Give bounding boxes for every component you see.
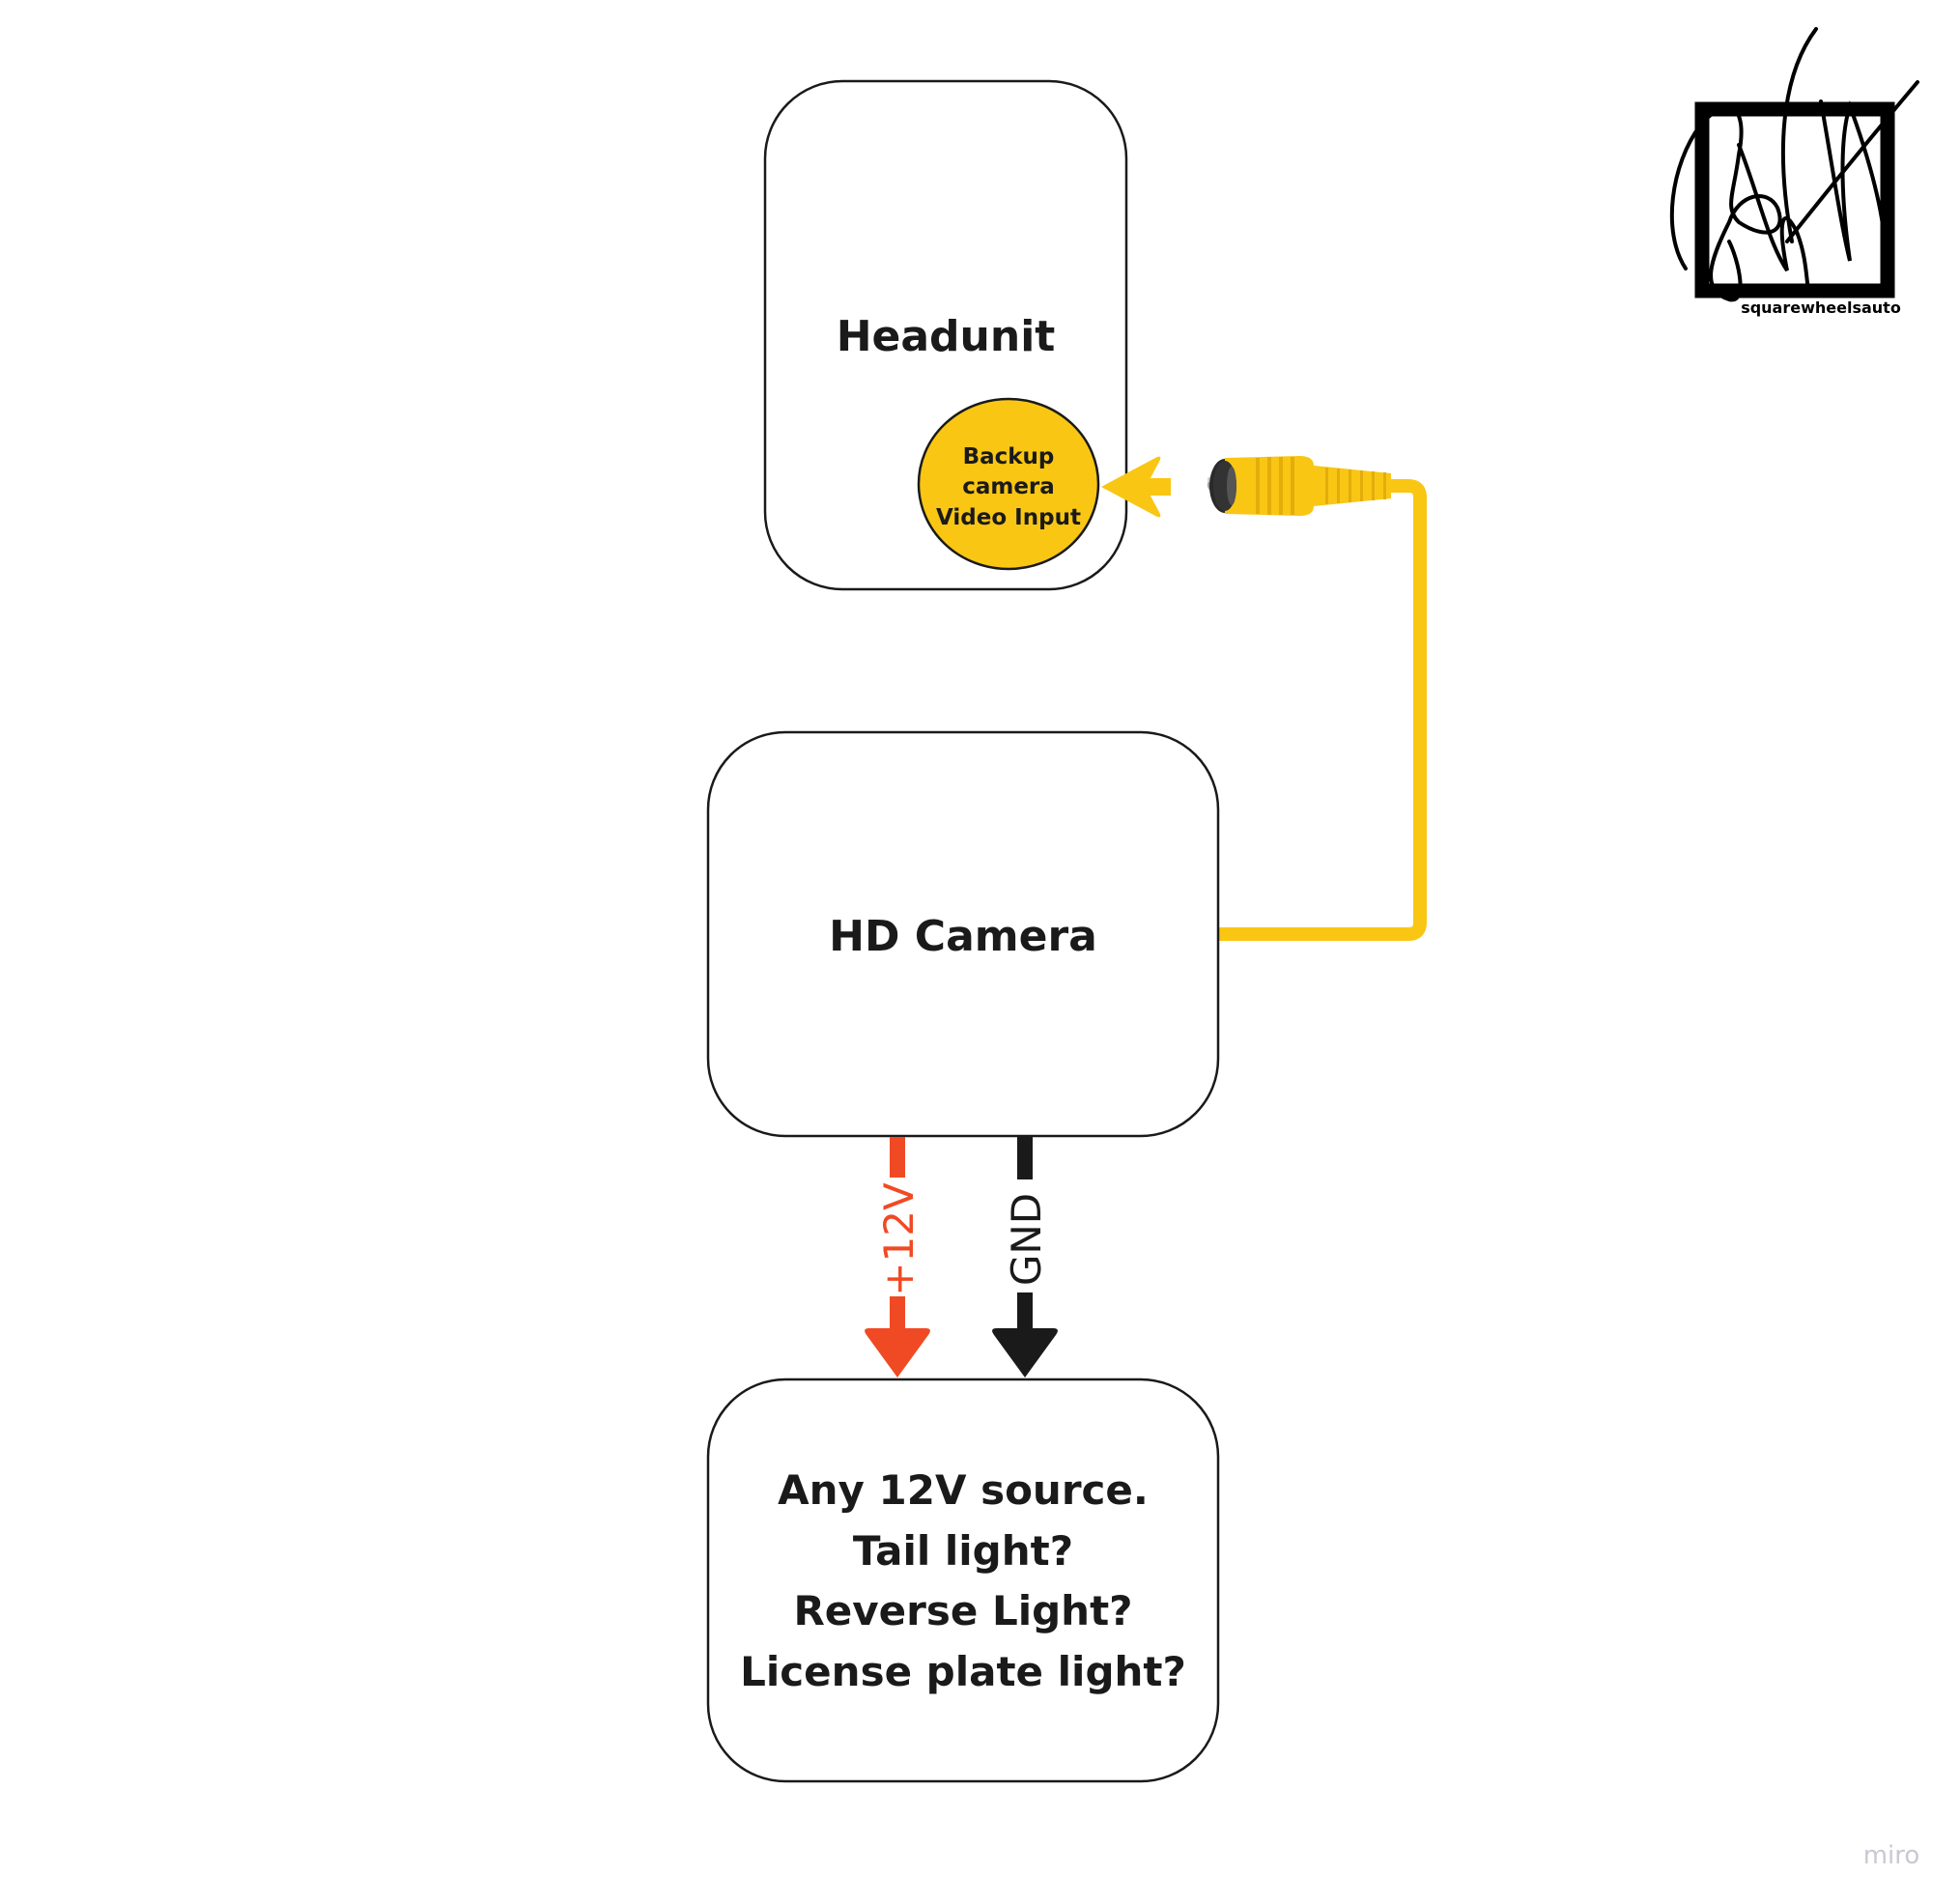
logo-signature-icon xyxy=(1669,27,1919,302)
power-wire-label: +12V xyxy=(875,1182,923,1296)
power-source-line-1: Any 12V source. xyxy=(778,1466,1149,1514)
power-source-line-2: Tail light? xyxy=(853,1527,1073,1575)
rca-plug-icon xyxy=(1207,456,1391,516)
video-input-line-2: camera xyxy=(962,474,1055,499)
video-wire[interactable] xyxy=(1219,479,1427,941)
camera-label: HD Camera xyxy=(829,912,1097,961)
headunit-label: Headunit xyxy=(837,312,1056,361)
logo-text: squarewheelsauto xyxy=(1741,298,1901,317)
video-input-line-3: Video Input xyxy=(936,505,1081,530)
logo-square-icon xyxy=(1694,101,1895,298)
ground-wire-label: GND xyxy=(1003,1193,1050,1286)
video-signal-arrow xyxy=(1101,456,1171,518)
power-source-line-4: License plate light? xyxy=(740,1648,1186,1695)
power-source-node[interactable]: Any 12V source. Tail light? Reverse Ligh… xyxy=(706,1378,1220,1783)
miro-watermark: miro xyxy=(1863,1841,1920,1870)
power-source-box xyxy=(706,1378,1220,1783)
video-input-circle xyxy=(917,397,1100,571)
video-input-port[interactable]: Backup camera Video Input xyxy=(917,397,1100,571)
power-wire[interactable]: +12V xyxy=(865,1137,930,1378)
squarewheelsauto-logo: squarewheelsauto xyxy=(1669,27,1919,317)
ground-wire[interactable]: GND xyxy=(992,1137,1058,1378)
power-source-line-3: Reverse Light? xyxy=(793,1587,1132,1634)
camera-box xyxy=(706,730,1220,1138)
camera-node[interactable]: HD Camera xyxy=(706,730,1220,1138)
video-input-line-1: Backup xyxy=(963,444,1055,469)
